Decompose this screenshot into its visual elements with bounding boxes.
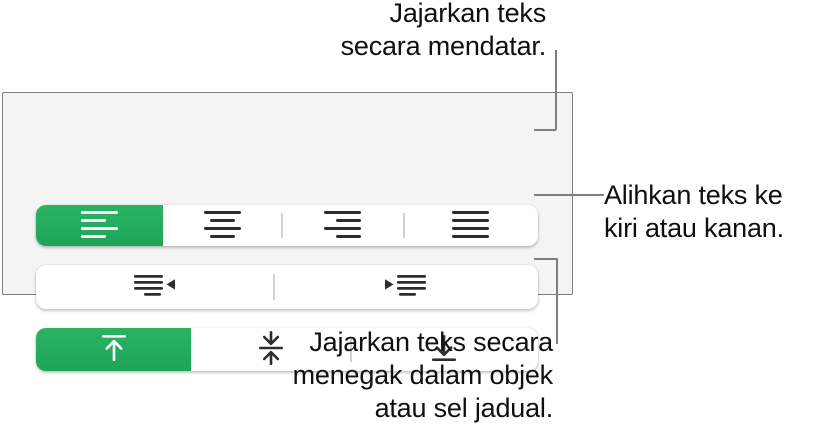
- callout-line-move: [534, 194, 604, 196]
- callout-line-text: Jajarkan teks secara: [309, 327, 553, 357]
- callout-horizontal-alignment: Jajarkan teks secara mendatar.: [196, 0, 547, 63]
- align-middle-button[interactable]: [191, 328, 350, 371]
- callout-line-horizontal-vertical: [555, 50, 557, 130]
- align-top-button[interactable]: [36, 328, 191, 371]
- align-middle-icon: [258, 331, 283, 368]
- align-top-icon: [101, 335, 126, 364]
- callout-line-text: kiri atau kanan.: [604, 213, 784, 243]
- align-center-button[interactable]: [163, 205, 281, 246]
- align-bottom-icon: [432, 335, 456, 364]
- horizontal-alignment-group: [36, 205, 538, 246]
- alignment-panel: [2, 92, 573, 371]
- segment-divider: [403, 213, 405, 238]
- segment-divider: [350, 336, 352, 363]
- callout-vertical-alignment: Jajarkan teks secara menegak dalam objek…: [203, 326, 554, 425]
- vertical-alignment-group: [36, 328, 538, 371]
- align-right-icon: [323, 210, 361, 241]
- callout-move-text: Alihkan teks ke kiri atau kanan.: [604, 179, 812, 245]
- outdent-button[interactable]: [36, 265, 273, 309]
- callout-line-text: Jajarkan teks: [389, 0, 547, 28]
- callout-line-vertical-elbow: [534, 258, 558, 260]
- callout-line-vertical-vertical: [556, 258, 558, 344]
- callout-line-text: Alihkan teks ke: [604, 180, 783, 210]
- align-left-icon: [81, 210, 118, 241]
- callout-line-text: menegak dalam objek: [292, 360, 554, 390]
- align-center-icon: [203, 210, 241, 241]
- segment-divider: [281, 213, 283, 238]
- indent-button[interactable]: [273, 265, 538, 309]
- segment-divider: [273, 273, 275, 301]
- outdent-icon: [134, 275, 175, 299]
- align-justify-button[interactable]: [403, 205, 538, 246]
- align-bottom-button[interactable]: [350, 328, 538, 371]
- align-left-button[interactable]: [36, 205, 163, 246]
- indent-icon: [385, 275, 426, 299]
- align-right-button[interactable]: [281, 205, 403, 246]
- callout-line-text: secara mendatar.: [340, 31, 547, 61]
- align-justify-icon: [452, 210, 489, 241]
- callout-line-horizontal-elbow: [534, 129, 556, 131]
- indentation-group: [36, 265, 538, 309]
- callout-line-text: atau sel jadual.: [374, 393, 554, 423]
